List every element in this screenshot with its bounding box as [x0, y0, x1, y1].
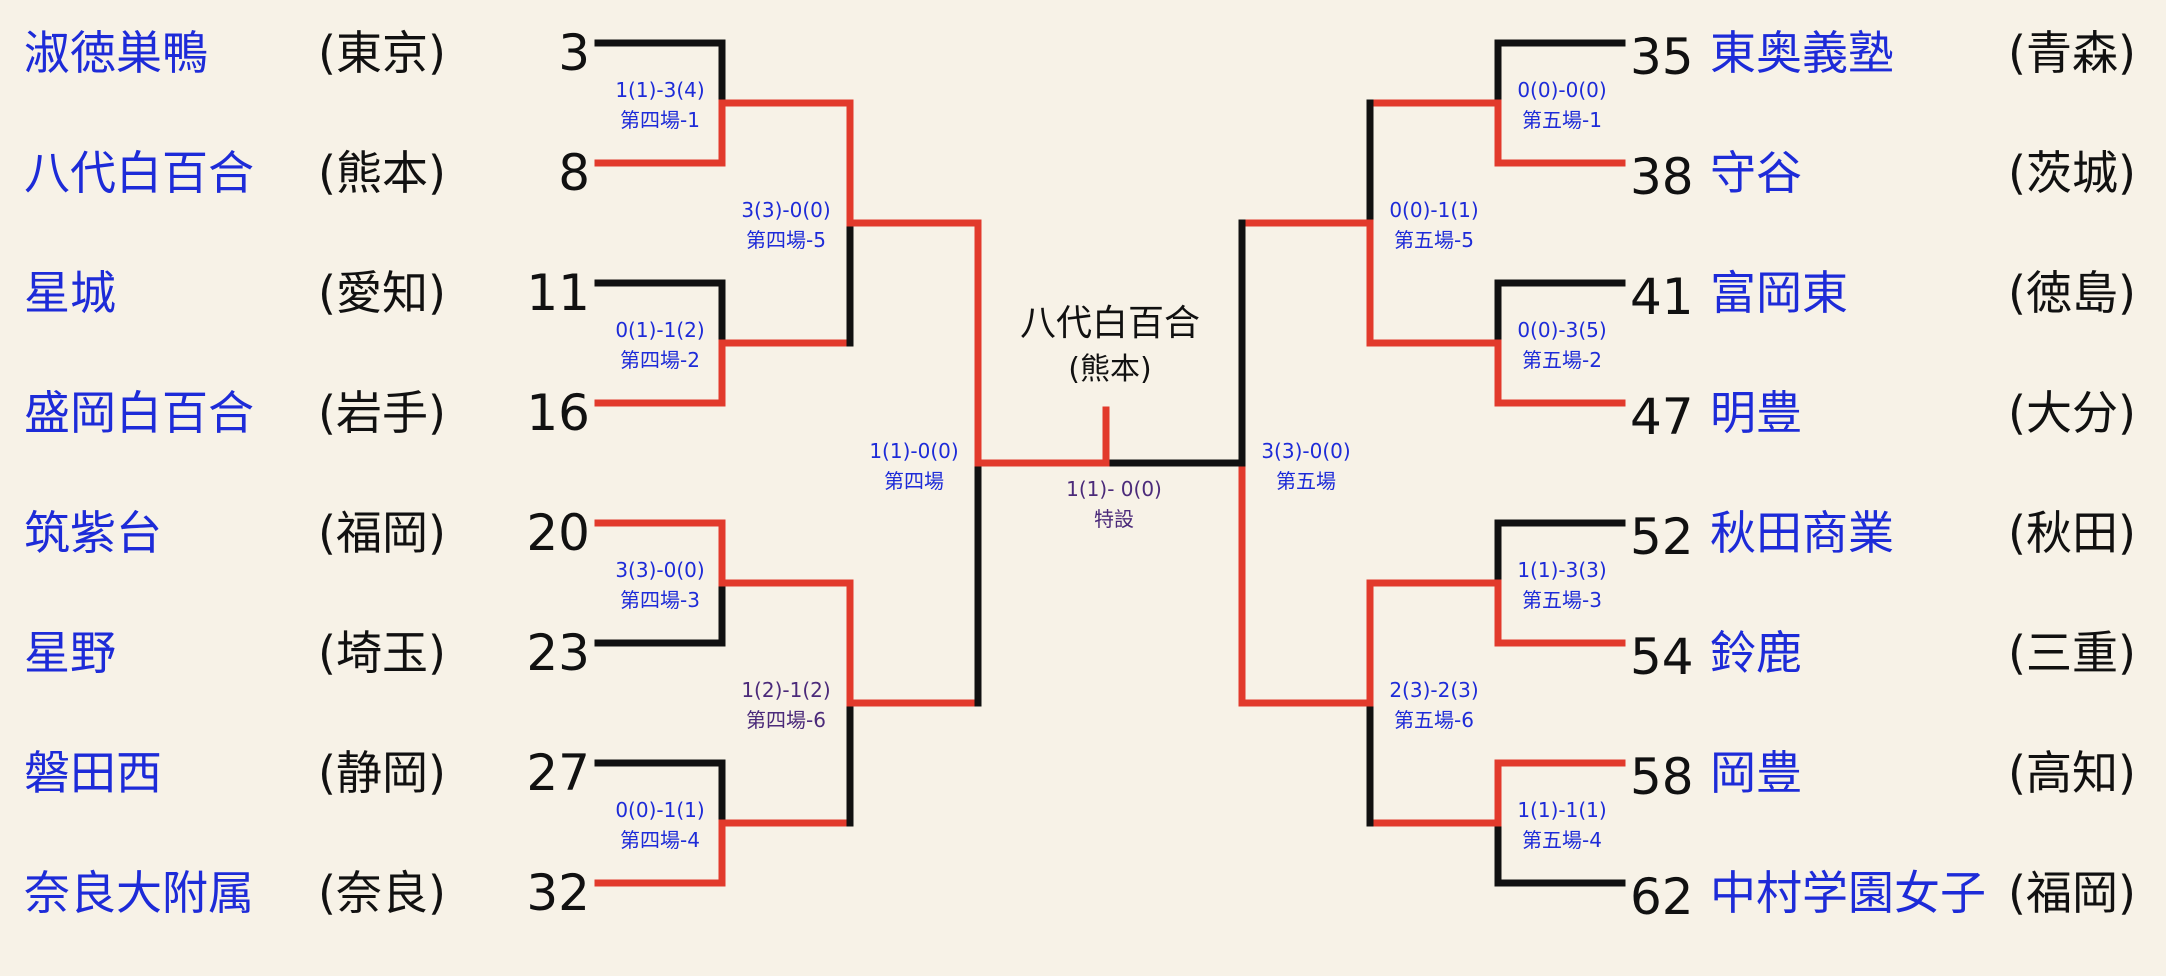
- left-r2-score-2: 1(2)-1(2) 第四場-6: [741, 675, 830, 735]
- right-team-seed-1: 35: [1630, 28, 1694, 86]
- left-team-name-1: 淑徳巣鴨: [24, 26, 208, 80]
- right-r1-score-4-venue: 第五場-4: [1522, 828, 1602, 852]
- right-team-name-4: 明豊: [1710, 386, 1802, 440]
- right-r2-score-1-venue: 第五場-5: [1394, 228, 1474, 252]
- right-r1-score-1-venue: 第五場-1: [1522, 108, 1602, 132]
- right-team-seed-6: 54: [1630, 628, 1694, 686]
- left-semifinal-score-result: 1(1)-0(0): [869, 439, 959, 463]
- right-team-name-1: 東奥義塾: [1710, 26, 1894, 80]
- right-r1-score-2-venue: 第五場-2: [1522, 348, 1602, 372]
- right-r2-score-2-venue: 第五場-6: [1394, 708, 1474, 732]
- left-team-seed-8: 32: [526, 864, 590, 922]
- left-team-name-4: 盛岡白百合: [24, 386, 254, 440]
- right-team-pref-8: (福岡): [2008, 866, 2136, 920]
- left-team-name-7: 磐田西: [24, 746, 162, 800]
- right-r1-score-3-result: 1(1)-3(3): [1517, 558, 1607, 582]
- right-team-pref-6: (三重): [2008, 626, 2136, 680]
- left-r1-score-4-result: 0(0)-1(1): [615, 798, 705, 822]
- left-r2-score-2-venue: 第四場-6: [746, 708, 826, 732]
- left-r2-score-1: 3(3)-0(0) 第四場-5: [741, 195, 830, 255]
- left-semifinal-score: 1(1)-0(0) 第四場: [869, 436, 958, 496]
- left-team-name-3: 星城: [24, 266, 116, 320]
- left-team-pref-3: (愛知): [318, 266, 446, 320]
- right-r1-score-2: 0(0)-3(5) 第五場-2: [1517, 315, 1606, 375]
- right-team-seed-5: 52: [1630, 508, 1694, 566]
- champion-name: 八代白百合: [1019, 303, 1201, 344]
- left-r1-score-3-venue: 第四場-3: [620, 588, 700, 612]
- left-team-seed-4: 16: [526, 384, 590, 442]
- left-team-name-6: 星野: [24, 626, 116, 680]
- left-team-pref-1: (東京): [318, 26, 446, 80]
- left-r1-score-4: 0(0)-1(1) 第四場-4: [615, 795, 704, 855]
- right-r2-score-1: 0(0)-1(1) 第五場-5: [1389, 195, 1478, 255]
- right-team-seed-8: 62: [1630, 868, 1694, 926]
- right-team-pref-7: (高知): [2008, 746, 2136, 800]
- right-team-seed-7: 58: [1630, 748, 1694, 806]
- left-team-seed-5: 20: [526, 504, 590, 562]
- right-team-seed-3: 41: [1630, 268, 1694, 326]
- left-team-name-5: 筑紫台: [24, 506, 162, 560]
- final-score-venue: 特設: [1094, 507, 1134, 531]
- right-r2-score-2-result: 2(3)-2(3): [1389, 678, 1479, 702]
- left-team-name-2: 八代白百合: [24, 146, 254, 200]
- left-r1-score-1-result: 1(1)-3(4): [615, 78, 705, 102]
- right-team-name-5: 秋田商業: [1710, 506, 1894, 560]
- left-r1-score-1: 1(1)-3(4) 第四場-1: [615, 75, 704, 135]
- left-r1-score-3-result: 3(3)-0(0): [615, 558, 705, 582]
- right-r2-score-1-result: 0(0)-1(1): [1389, 198, 1479, 222]
- left-r1-score-2-result: 0(1)-1(2): [615, 318, 705, 342]
- left-team-seed-1: 3: [558, 24, 590, 82]
- right-r1-score-2-result: 0(0)-3(5): [1517, 318, 1607, 342]
- right-team-name-8: 中村学園女子: [1710, 866, 1986, 920]
- left-r2-score-2-result: 1(2)-1(2): [741, 678, 831, 702]
- right-semifinal-score: 3(3)-0(0) 第五場: [1261, 436, 1350, 496]
- right-semifinal-score-result: 3(3)-0(0): [1261, 439, 1351, 463]
- right-r1-score-3-venue: 第五場-3: [1522, 588, 1602, 612]
- right-team-pref-3: (徳島): [2008, 266, 2136, 320]
- right-team-name-6: 鈴鹿: [1710, 626, 1802, 680]
- right-team-name-2: 守谷: [1710, 146, 1802, 200]
- final-score: 1(1)- 0(0) 特設: [1066, 474, 1162, 534]
- left-r1-score-3: 3(3)-0(0) 第四場-3: [615, 555, 704, 615]
- right-r1-score-1-result: 0(0)-0(0): [1517, 78, 1607, 102]
- right-r1-score-1: 0(0)-0(0) 第五場-1: [1517, 75, 1606, 135]
- left-team-pref-8: (奈良): [318, 866, 446, 920]
- left-r2-score-1-result: 3(3)-0(0): [741, 198, 831, 222]
- right-semifinal-score-venue: 第五場: [1275, 469, 1336, 493]
- right-team-pref-1: (青森): [2008, 26, 2136, 80]
- left-r2-score-1-venue: 第四場-5: [746, 228, 826, 252]
- left-team-pref-7: (静岡): [318, 746, 446, 800]
- champion-pref: (熊本): [1068, 352, 1152, 387]
- right-team-seed-4: 47: [1630, 388, 1694, 446]
- left-team-seed-7: 27: [526, 744, 590, 802]
- left-team-name-8: 奈良大附属: [24, 866, 254, 920]
- right-team-name-3: 富岡東: [1710, 266, 1848, 320]
- final-score-result: 1(1)- 0(0): [1066, 477, 1162, 501]
- right-team-pref-5: (秋田): [2008, 506, 2136, 560]
- right-r2-score-2: 2(3)-2(3) 第五場-6: [1389, 675, 1478, 735]
- left-team-seed-2: 8: [558, 144, 590, 202]
- left-team-pref-2: (熊本): [318, 146, 446, 200]
- right-team-name-7: 岡豊: [1710, 746, 1802, 800]
- right-r1-score-4-result: 1(1)-1(1): [1517, 798, 1607, 822]
- left-r1-score-1-venue: 第四場-1: [620, 108, 700, 132]
- left-semifinal-score-venue: 第四場: [883, 469, 944, 493]
- left-team-seed-3: 11: [526, 264, 590, 322]
- left-team-pref-6: (埼玉): [318, 626, 446, 680]
- left-r1-score-2-venue: 第四場-2: [620, 348, 700, 372]
- left-team-pref-5: (福岡): [318, 506, 446, 560]
- right-team-seed-2: 38: [1630, 148, 1694, 206]
- right-team-pref-2: (茨城): [2008, 146, 2136, 200]
- right-r1-score-4: 1(1)-1(1) 第五場-4: [1517, 795, 1606, 855]
- left-r1-score-2: 0(1)-1(2) 第四場-2: [615, 315, 704, 375]
- left-team-pref-4: (岩手): [318, 386, 446, 440]
- left-team-seed-6: 23: [526, 624, 590, 682]
- right-team-pref-4: (大分): [2008, 386, 2136, 440]
- left-r1-score-4-venue: 第四場-4: [620, 828, 700, 852]
- champion-label: 八代白百合 (熊本): [1020, 300, 1200, 392]
- right-r1-score-3: 1(1)-3(3) 第五場-3: [1517, 555, 1606, 615]
